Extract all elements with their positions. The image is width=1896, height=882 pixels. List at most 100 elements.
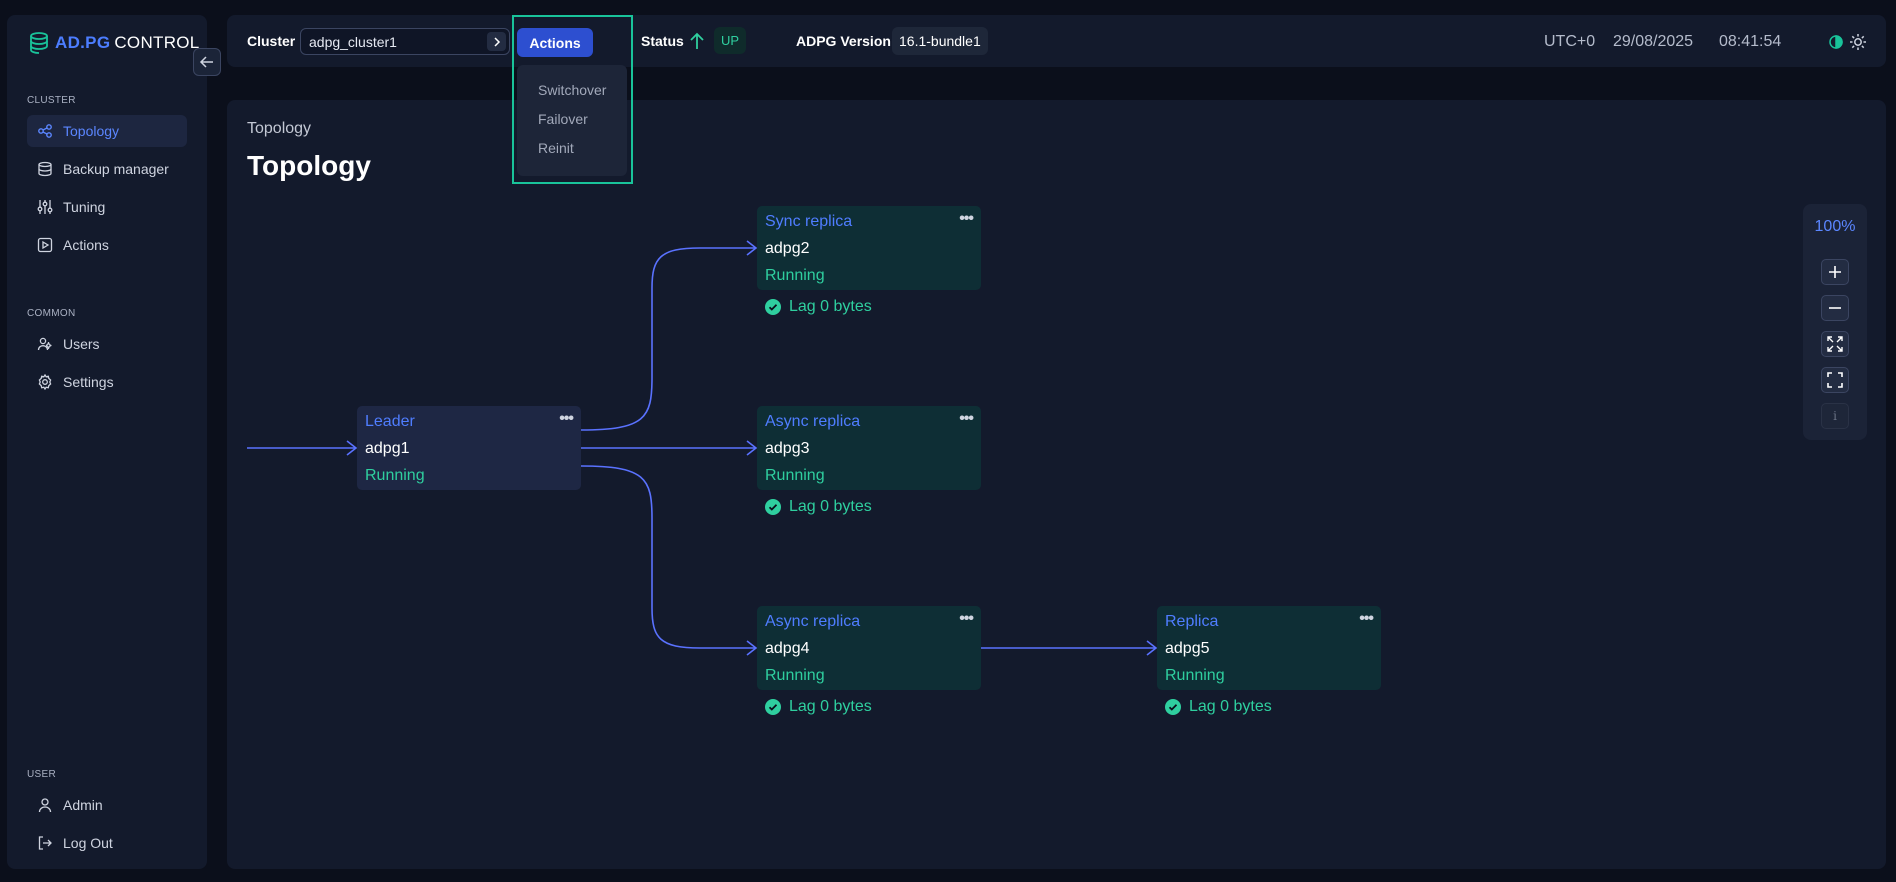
menu-item-failover[interactable]: Failover [538, 110, 588, 127]
node-menu-button[interactable]: ••• [959, 410, 974, 427]
info-button[interactable]: i [1821, 403, 1849, 429]
topology-node-adpg2[interactable]: Sync replica ••• adpg2 Running [757, 206, 981, 290]
topology-node-adpg3[interactable]: Async replica ••• adpg3 Running [757, 406, 981, 490]
app-logo[interactable]: AD.PG CONTROL [27, 29, 200, 57]
node-host: adpg2 [765, 240, 810, 257]
node-menu-button[interactable]: ••• [1359, 610, 1374, 627]
sidebar-item-actions[interactable]: Actions [27, 229, 187, 261]
sidebar-item-label: Users [63, 336, 100, 352]
fullscreen-button[interactable] [1821, 367, 1849, 393]
zoom-in-button[interactable] [1821, 259, 1849, 285]
lag-text: Lag 0 bytes [789, 498, 872, 515]
sidebar-item-label: Log Out [63, 835, 113, 851]
gear-icon [38, 374, 52, 390]
node-host: adpg1 [365, 440, 410, 457]
nav-section-user: USER [27, 769, 56, 780]
zoom-out-button[interactable] [1821, 295, 1849, 321]
status-badge: UP [714, 27, 747, 54]
logout-icon [38, 836, 52, 850]
node-menu-button[interactable]: ••• [959, 210, 974, 227]
cluster-label: Cluster [247, 33, 296, 49]
check-circle-icon [765, 699, 781, 715]
chevron-right-icon[interactable] [487, 32, 506, 51]
info-icon: i [1833, 409, 1837, 423]
fullscreen-icon [1827, 372, 1843, 388]
cluster-select-value: adpg_cluster1 [309, 33, 397, 50]
actions-dropdown-menu: Switchover Failover Reinit [517, 65, 627, 176]
users-icon [37, 337, 52, 351]
sidebar-item-admin[interactable]: Admin [27, 789, 187, 821]
lag-indicator-adpg5: Lag 0 bytes [1165, 698, 1272, 716]
menu-item-reinit[interactable]: Reinit [538, 139, 574, 156]
breadcrumb[interactable]: Topology [247, 120, 312, 137]
date-text: 29/08/2025 [1613, 33, 1694, 50]
node-role: Leader [365, 413, 415, 430]
topology-icon [38, 124, 52, 138]
node-state: Running [365, 467, 425, 484]
page-title: Topology [247, 150, 371, 181]
sidebar-item-label: Admin [63, 797, 103, 813]
contrast-icon[interactable] [1828, 34, 1844, 50]
lag-indicator-adpg3: Lag 0 bytes [765, 498, 872, 516]
time-text: 08:41:54 [1719, 33, 1782, 50]
arrow-left-icon [199, 56, 213, 68]
version-label: ADPG Version [796, 33, 891, 49]
menu-item-switchover[interactable]: Switchover [538, 81, 607, 98]
check-circle-icon [1165, 699, 1181, 715]
node-host: adpg3 [765, 440, 810, 457]
sidebar-item-label: Topology [63, 123, 120, 139]
status-label: Status [641, 33, 684, 49]
timezone-text: UTC+0 [1544, 33, 1596, 50]
node-role: Sync replica [765, 213, 853, 230]
sun-icon[interactable] [1849, 33, 1867, 51]
play-box-icon [37, 237, 53, 253]
node-menu-button[interactable]: ••• [959, 610, 974, 627]
sidebar-item-topology[interactable]: Topology [27, 115, 187, 147]
sidebar-item-users[interactable]: Users [27, 328, 187, 360]
lag-text: Lag 0 bytes [789, 298, 872, 315]
user-icon [38, 798, 52, 813]
logo-text-product: CONTROL [114, 33, 200, 52]
sidebar-item-label: Settings [63, 374, 114, 390]
zoom-toolbar: 100% i [1803, 204, 1867, 440]
node-state: Running [765, 267, 825, 284]
lag-indicator-adpg4: Lag 0 bytes [765, 698, 872, 716]
database-logo-icon [30, 32, 48, 54]
version-badge: 16.1-bundle1 [892, 27, 988, 55]
node-role: Replica [1165, 613, 1219, 630]
minus-icon [1829, 307, 1841, 309]
logo-text-brand: AD.PG [55, 33, 111, 52]
zoom-level: 100% [1814, 218, 1856, 235]
sidebar-item-settings[interactable]: Settings [27, 366, 187, 398]
node-host: adpg5 [1165, 640, 1210, 657]
lag-text: Lag 0 bytes [1189, 698, 1272, 715]
topology-node-adpg5[interactable]: Replica ••• adpg5 Running [1157, 606, 1381, 690]
node-host: adpg4 [765, 640, 810, 657]
plus-icon [1829, 266, 1841, 278]
sidebar-item-label: Actions [63, 237, 109, 253]
tuning-icon [37, 200, 53, 214]
sidebar-item-backup-manager[interactable]: Backup manager [27, 153, 187, 185]
node-role: Async replica [765, 413, 861, 430]
node-state: Running [765, 467, 825, 484]
actions-button[interactable]: Actions [517, 28, 593, 57]
sidebar-item-logout[interactable]: Log Out [27, 827, 187, 859]
nav-section-common: COMMON [27, 308, 76, 319]
node-menu-button[interactable]: ••• [559, 410, 574, 427]
sidebar: AD.PG CONTROL CLUSTER Topology Backup ma… [7, 15, 207, 869]
topology-node-adpg4[interactable]: Async replica ••• adpg4 Running [757, 606, 981, 690]
node-state: Running [1165, 667, 1225, 684]
cluster-select[interactable]: adpg_cluster1 [300, 28, 510, 55]
topology-node-adpg1[interactable]: Leader ••• adpg1 Running [357, 406, 581, 490]
collapse-sidebar-button[interactable] [193, 48, 221, 76]
fit-view-icon [1827, 336, 1843, 352]
database-icon [38, 161, 52, 177]
sidebar-item-tuning[interactable]: Tuning [27, 191, 187, 223]
actions-highlight-box [512, 15, 633, 184]
sidebar-item-label: Tuning [63, 199, 106, 215]
check-circle-icon [765, 499, 781, 515]
check-circle-icon [765, 299, 781, 315]
fit-view-button[interactable] [1821, 331, 1849, 357]
lag-text: Lag 0 bytes [789, 698, 872, 715]
nav-section-cluster: CLUSTER [27, 95, 76, 106]
